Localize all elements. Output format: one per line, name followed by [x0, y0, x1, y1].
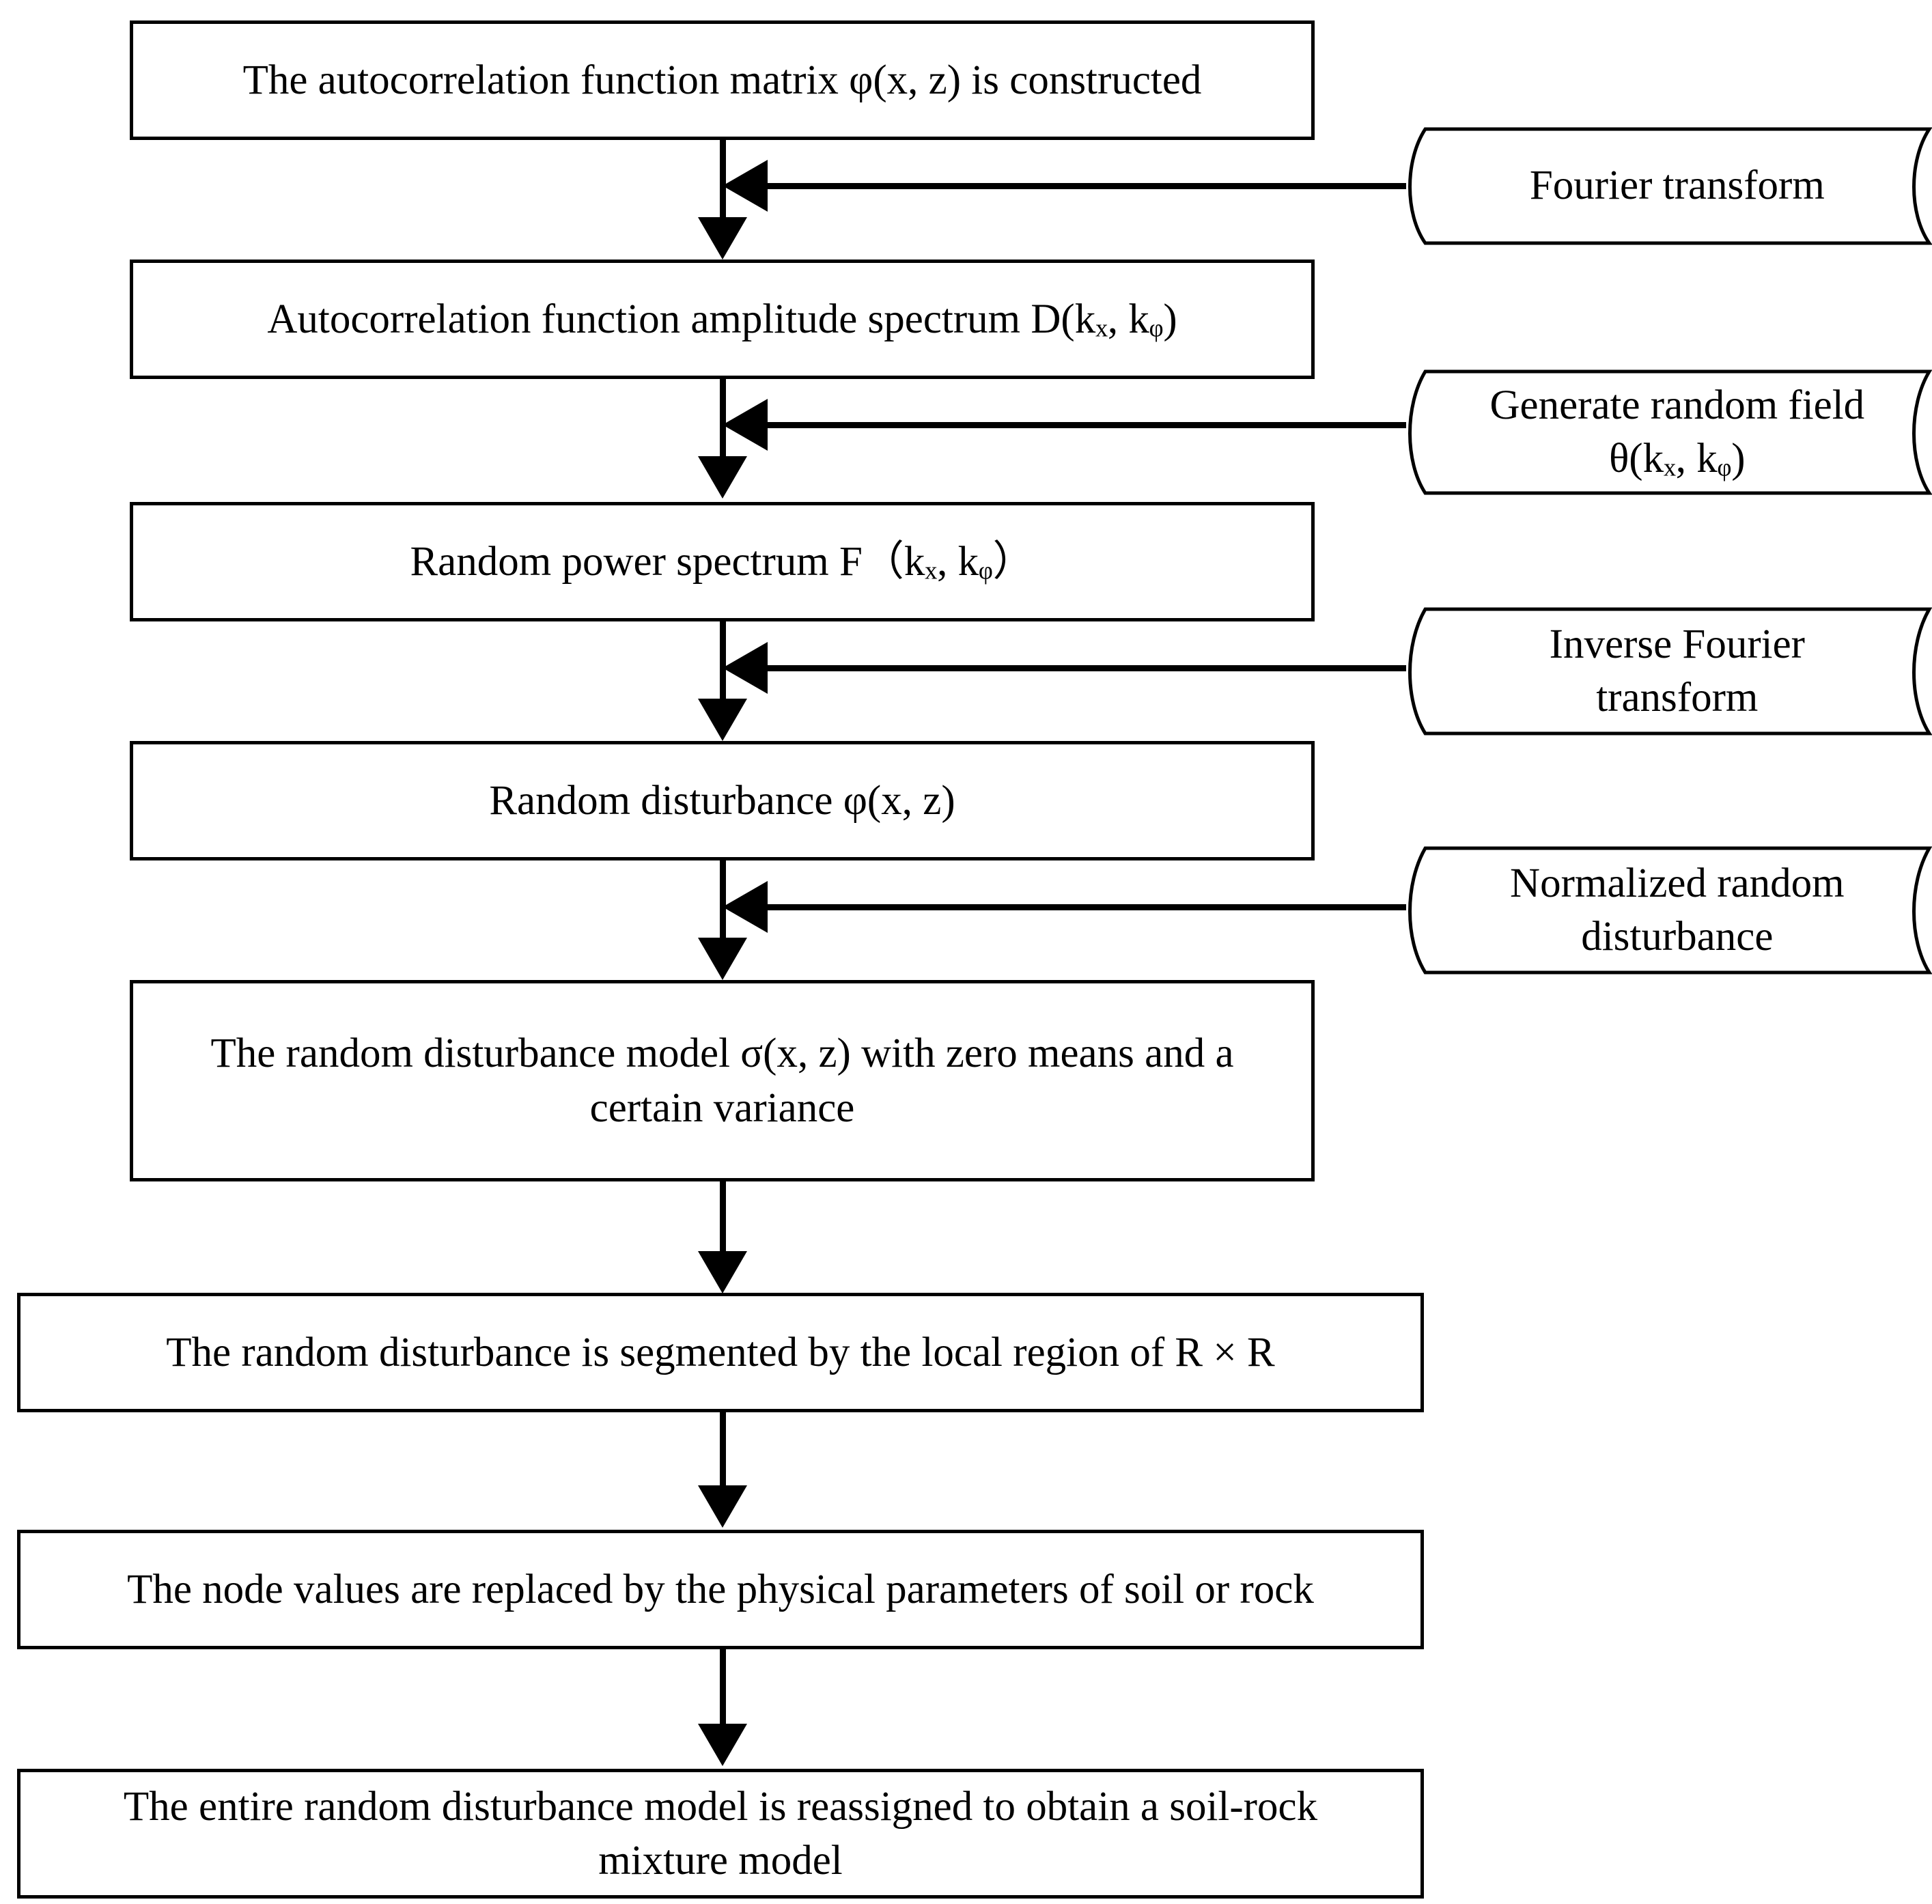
- node-label: Autocorrelation function amplitude spect…: [267, 296, 1177, 342]
- flowchart-node-step-7[interactable]: The node values are replaced by the phys…: [17, 1530, 1424, 1649]
- flowchart-node-step-3[interactable]: Random power spectrum F（kₓ, kᵩ）: [130, 502, 1315, 621]
- connector-arrow-5-6-head: [698, 1251, 747, 1293]
- flowchart-node-step-4[interactable]: Random disturbance φ(x, z): [130, 741, 1315, 860]
- connector-arrow-note-2-head: [723, 399, 768, 451]
- connector-arrow-2-3-head: [698, 456, 747, 499]
- node-label: The random disturbance model σ(x, z) wit…: [210, 1031, 1234, 1131]
- node-label: The autocorrelation function matrix φ(x,…: [242, 57, 1202, 103]
- tape-shape-icon: [1408, 127, 1932, 245]
- note-label: Normalized random disturbance: [1510, 860, 1845, 960]
- node-label: The node values are replaced by the phys…: [127, 1566, 1314, 1612]
- flowchart-node-step-2[interactable]: Autocorrelation function amplitude spect…: [130, 260, 1315, 379]
- flowchart-node-step-1[interactable]: The autocorrelation function matrix φ(x,…: [130, 20, 1315, 140]
- flowchart-node-step-6[interactable]: The random disturbance is segmented by t…: [17, 1293, 1424, 1412]
- flowchart-note-note-4[interactable]: Normalized random disturbance: [1390, 845, 1932, 975]
- note-label: Fourier transform: [1529, 163, 1825, 209]
- node-label: Random power spectrum F（kₓ, kᵩ）: [410, 538, 1035, 585]
- flowchart-note-note-2[interactable]: Generate random field θ(kₓ, kᵩ): [1390, 369, 1932, 496]
- connector-arrow-note-4-head: [723, 881, 768, 933]
- node-label: The entire random disturbance model is r…: [123, 1783, 1318, 1884]
- tape-shape-icon: [1408, 846, 1932, 975]
- flowchart-note-note-1[interactable]: Fourier transform: [1390, 126, 1932, 246]
- tape-shape-icon: [1408, 369, 1932, 495]
- connector-arrow-note-2-line: [742, 422, 1406, 428]
- connector-arrow-5-6-line: [720, 1181, 726, 1257]
- connector-arrow-note-1-head: [723, 160, 768, 212]
- connector-arrow-1-2-head: [698, 217, 747, 260]
- flowchart-node-step-5[interactable]: The random disturbance model σ(x, z) wit…: [130, 980, 1315, 1181]
- connector-arrow-note-3-head: [723, 642, 768, 694]
- node-label: Random disturbance φ(x, z): [489, 777, 955, 824]
- note-label: Generate random field θ(kₓ, kᵩ): [1489, 382, 1865, 481]
- tape-shape-icon: [1408, 607, 1932, 736]
- connector-arrow-3-4-head: [698, 699, 747, 741]
- connector-arrow-4-5-head: [698, 938, 747, 980]
- connector-arrow-7-8-head: [698, 1724, 747, 1766]
- connector-arrow-note-3-line: [742, 665, 1406, 671]
- connector-arrow-6-7-head: [698, 1485, 747, 1528]
- note-label: Inverse Fourier transform: [1549, 621, 1805, 720]
- connector-arrow-6-7-line: [720, 1412, 726, 1489]
- flowchart-note-note-3[interactable]: Inverse Fourier transform: [1390, 606, 1932, 736]
- node-label: The random disturbance is segmented by t…: [166, 1329, 1275, 1375]
- connector-arrow-note-1-line: [742, 183, 1406, 189]
- connector-arrow-7-8-line: [720, 1649, 726, 1726]
- flowchart-node-step-8[interactable]: The entire random disturbance model is r…: [17, 1769, 1424, 1899]
- connector-arrow-note-4-line: [742, 904, 1406, 910]
